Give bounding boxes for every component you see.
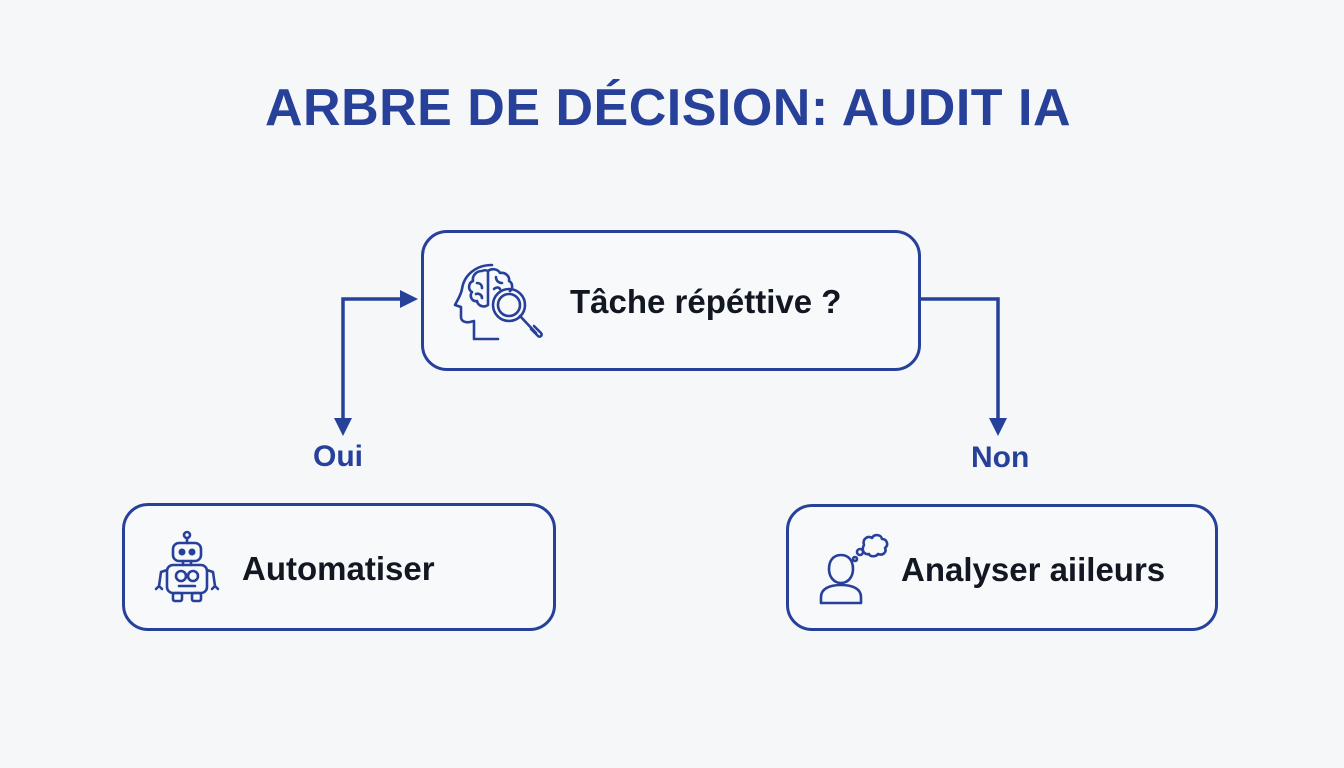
node-analyser-ailleurs: Analyser aiileurs: [786, 504, 1218, 631]
brain-head-magnifier-icon: [453, 263, 543, 341]
arrowhead-down-left: [334, 418, 352, 436]
node-automatiser: Automatiser: [122, 503, 556, 631]
node-question: Tâche répéttive ?: [421, 230, 921, 371]
branch-label-non: Non: [971, 441, 1030, 474]
connector-non: [921, 297, 1007, 436]
node-automatiser-label: Automatiser: [242, 550, 435, 587]
person-thought-bubble-icon: [819, 533, 889, 605]
connector-oui: [334, 290, 418, 436]
node-question-label: Tâche répéttive ?: [570, 283, 842, 320]
robot-icon: [154, 530, 220, 603]
diagram-title: ARBRE DE DÉCISION: AUDIT IA: [264, 79, 1072, 137]
branch-label-oui: Oui: [313, 440, 363, 473]
arrowhead-right: [400, 290, 418, 308]
node-analyser-ailleurs-label: Analyser aiileurs: [901, 551, 1166, 588]
arrowhead-down-right: [989, 418, 1007, 436]
